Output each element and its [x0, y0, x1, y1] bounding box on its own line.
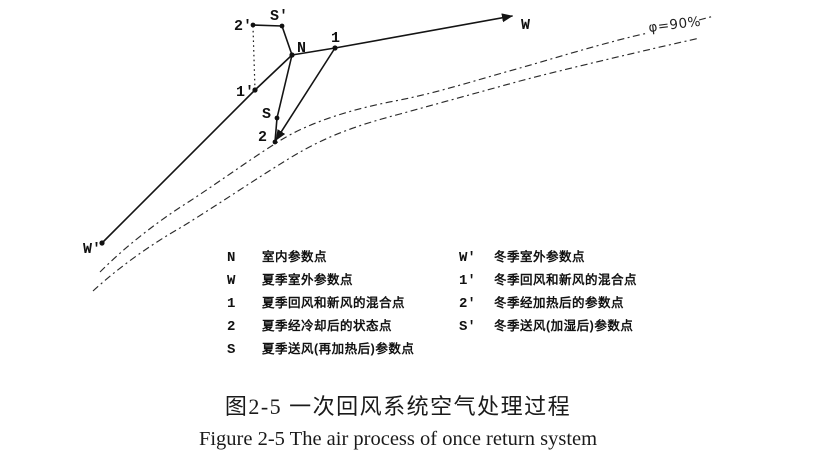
- legend-desc: 室内参数点: [262, 250, 328, 264]
- legend-row: S 夏季送风(再加热后)参数点: [227, 338, 457, 361]
- legend-desc: 夏季经冷却后的状态点: [262, 319, 393, 333]
- point-label-n: N: [297, 40, 306, 57]
- legend-symbol: 1': [459, 273, 476, 289]
- point-label-2: 2: [258, 129, 267, 146]
- legend-column-winter: W' 冬季室外参数点 1' 冬季回风和新风的混合点 2' 冬季经加热后的参数点 …: [459, 246, 709, 338]
- phi-90-label: φ=90%: [648, 14, 702, 36]
- point-dot-n: [289, 52, 295, 58]
- point-dot-sprime: [279, 23, 285, 29]
- line-sprime-to-n: [281, 25, 293, 56]
- legend-row: 2' 冬季经加热后的参数点: [459, 292, 709, 315]
- point-label-w: W: [521, 17, 530, 34]
- legend-desc: 夏季室外参数点: [262, 273, 354, 287]
- point-label-sprime: S': [270, 8, 288, 25]
- legend-desc: 夏季回风和新风的混合点: [262, 296, 406, 310]
- legend-desc: 冬季回风和新风的混合点: [494, 273, 638, 287]
- line-n-to-1: [291, 47, 336, 56]
- legend-desc: 冬季送风(加湿后)参数点: [494, 319, 634, 333]
- legend-row: N 室内参数点: [227, 246, 457, 269]
- legend-symbol: N: [227, 250, 236, 266]
- legend-column-summer: N 室内参数点 W 夏季室外参数点 1 夏季回风和新风的混合点 2 夏季经冷却后…: [227, 246, 457, 361]
- point-dot-1prime: [252, 87, 258, 93]
- humidity-curve-upper: [99, 32, 649, 273]
- point-dot-2prime: [250, 22, 256, 28]
- line-2-to-s: [274, 117, 278, 143]
- caption-english: Figure 2-5 The air process of once retur…: [198, 428, 598, 450]
- point-dot-s: [274, 115, 280, 121]
- legend-symbol: 2: [227, 319, 236, 335]
- legend-symbol: W: [227, 273, 236, 289]
- point-dot-1: [332, 45, 338, 51]
- line-1prime-to-2prime: [252, 26, 256, 91]
- legend-symbol: W': [459, 250, 476, 266]
- line-1-to-w-arrow: [334, 13, 513, 49]
- legend-symbol: 1: [227, 296, 236, 312]
- legend-row: W 夏季室外参数点: [227, 269, 457, 292]
- legend-row: 2 夏季经冷却后的状态点: [227, 315, 457, 338]
- legend-desc: 夏季送风(再加热后)参数点: [262, 342, 415, 356]
- legend-row: W' 冬季室外参数点: [459, 246, 709, 269]
- point-label-wprime: W': [83, 241, 101, 258]
- legend-symbol: S': [459, 319, 476, 335]
- humidity-curve-lower: [92, 37, 701, 292]
- legend-desc: 冬季室外参数点: [494, 250, 586, 264]
- line-2prime-to-sprime: [252, 24, 283, 27]
- point-label-s: S: [262, 106, 271, 123]
- figure-captions: 图2-5 一次回风系统空气处理过程 Figure 2-5 The air pro…: [0, 389, 796, 451]
- line-s-to-n: [276, 54, 293, 119]
- point-label-1prime: 1': [236, 84, 254, 101]
- legend-row: 1' 冬季回风和新风的混合点: [459, 269, 709, 292]
- psychrometric-diagram: 2' S' N 1 1' S 2 W W' φ=90%: [83, 8, 715, 292]
- line-1-to-2-arrow: [275, 47, 336, 141]
- legend-row: 1 夏季回风和新风的混合点: [227, 292, 457, 315]
- point-label-1: 1: [331, 30, 340, 47]
- legend-symbol: S: [227, 342, 236, 358]
- humidity-curve-upper-after-label: [698, 15, 715, 21]
- point-dot-wprime: [99, 240, 105, 246]
- point-dot-2: [272, 139, 278, 145]
- line-wprime-1prime-n: [101, 54, 293, 244]
- legend-row: S' 冬季送风(加湿后)参数点: [459, 315, 709, 338]
- legend-desc: 冬季经加热后的参数点: [494, 296, 625, 310]
- point-label-2prime: 2': [234, 18, 252, 35]
- caption-chinese: 图2-5 一次回风系统空气处理过程: [224, 394, 572, 419]
- legend-symbol: 2': [459, 296, 476, 312]
